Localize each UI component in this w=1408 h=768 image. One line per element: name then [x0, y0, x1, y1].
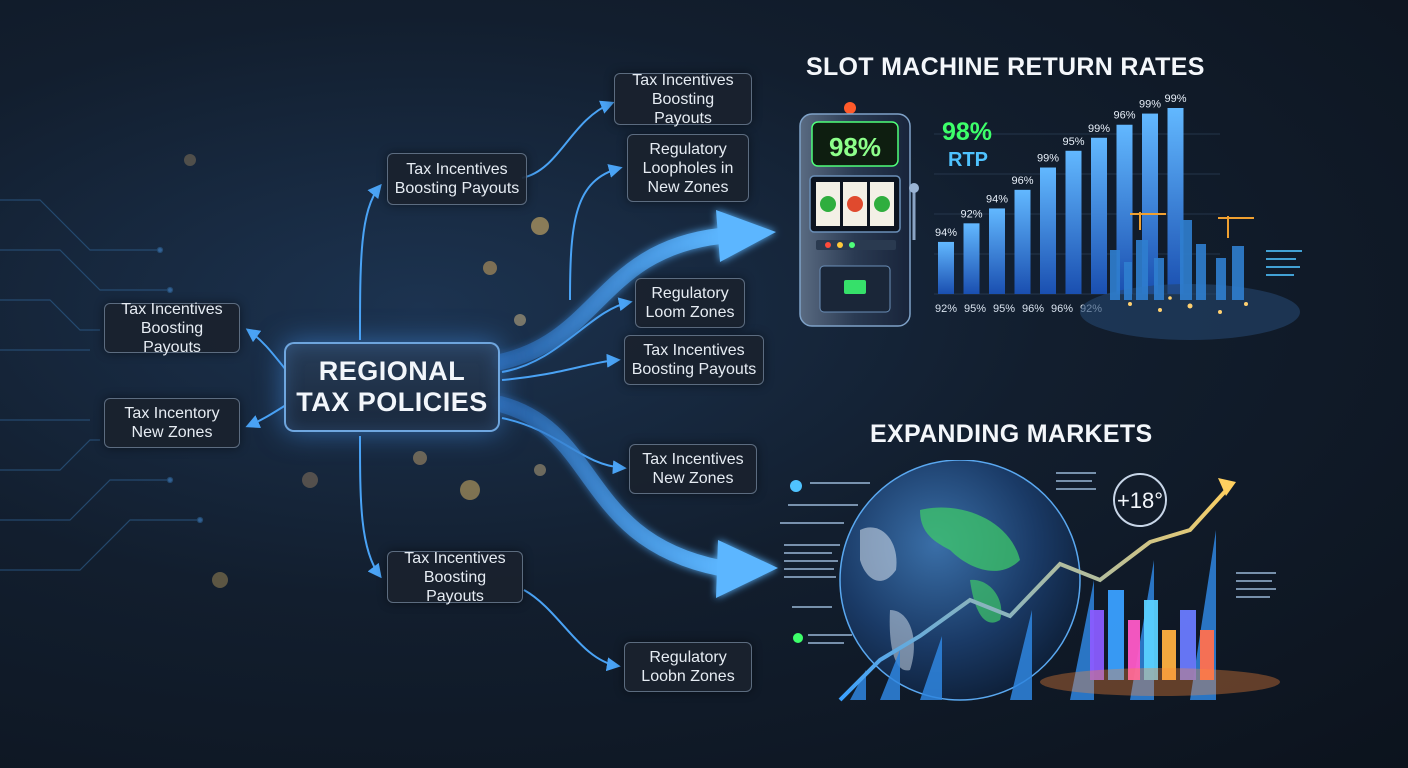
node-left-top-line1: Tax Incentives [121, 300, 223, 318]
chart-bar-label: 99% [1139, 99, 1161, 111]
node-upper-mid-line1: Tax Incentives [406, 161, 508, 178]
growth-line [838, 484, 1232, 702]
flow-arrow-lower-head [716, 540, 778, 598]
chart-bar-label: 95% [1062, 136, 1084, 148]
connector-right-2 [569, 164, 623, 301]
connector-right-3 [501, 297, 633, 373]
chart-bar-label: 92% [960, 208, 982, 220]
slot-return-chart: 98% RTP 94%92%94%96%99%95%99%96%99%99% 9… [934, 94, 1220, 314]
node-lower-mid-line2: Boosting Payouts [423, 568, 487, 605]
node-right-6-line2: Loobn Zones [641, 668, 735, 685]
growth-badge [1113, 473, 1167, 527]
connector-left-top [245, 328, 287, 371]
connector-right-4 [501, 353, 621, 381]
node-right-4-line2: Boosting Payouts [631, 361, 757, 378]
node-right-2-line2: Loopholes in [642, 159, 734, 177]
flow-arrow-upper-head [716, 210, 776, 262]
reel-symbol-icon [874, 196, 890, 212]
slot-section-title: SLOT MACHINE RETURN RATES [806, 53, 1205, 81]
chart-x-tick-label: 92% [935, 303, 957, 314]
bokeh-lights [184, 154, 549, 588]
chart-bar-label: 94% [935, 227, 957, 239]
center-node-regional-tax-policies: REGIONAL TAX POLICIES [284, 342, 500, 432]
markets-section-title: EXPANDING MARKETS [870, 420, 1153, 448]
chart-bar-label: 99% [1037, 153, 1059, 165]
chart-bar [963, 223, 980, 294]
chart-bar-label: 99% [1164, 94, 1186, 105]
chart-bar [1065, 150, 1082, 294]
chart-bar [1091, 137, 1107, 294]
chart-bar [989, 208, 1005, 294]
flow-arrow-upper-shaft [492, 228, 728, 370]
circuit-traces [0, 199, 204, 571]
growth-arrow-icon [1218, 478, 1236, 496]
slot-city-map-illustration [1080, 212, 1302, 340]
slot-coin-slot [844, 280, 866, 294]
node-left-top-line2: Boosting Payouts [140, 319, 204, 356]
connector-left-bottom [245, 404, 287, 429]
node-upper-mid-line2: Boosting Payouts [394, 180, 520, 197]
legend-dot-icon [793, 633, 803, 643]
connector-right-1 [521, 100, 615, 179]
chart-bar [938, 241, 954, 294]
markets-globe-illustration: +18° [780, 460, 1280, 702]
chart-bar-labels: 94%92%94%96%99%95%99%96%99%99% [935, 94, 1187, 239]
node-right-3-line1: Regulatory [651, 285, 729, 302]
connector-upper-mid [359, 183, 382, 341]
node-right-6-line1: Regulatory [649, 649, 727, 666]
chart-bars [938, 108, 1184, 295]
connector-lower-mid [359, 435, 382, 579]
chart-bar [1014, 189, 1031, 294]
slot-top-screen [811, 121, 899, 167]
chart-bar [1116, 124, 1133, 295]
chart-x-tick-label: 96% [1051, 303, 1073, 314]
chart-x-tick-label: 95% [964, 303, 986, 314]
node-right-1-line1: Tax Incentives [632, 71, 734, 89]
slot-machine-illustration: 98% [799, 102, 919, 327]
reel-symbol-icon [847, 196, 863, 212]
slot-screen-value: 98% [829, 132, 881, 162]
chart-bar-label: 96% [1011, 175, 1033, 187]
rtp-value: 98% [942, 118, 992, 146]
node-left-bottom-line2: New Zones [131, 424, 213, 441]
node-right-2-line3: New Zones [647, 178, 729, 196]
slot-light-icon [844, 102, 856, 114]
flow-arrow-lower-shaft [492, 396, 728, 576]
chart-bar-label: 94% [986, 193, 1008, 205]
growth-badge-text: +18° [1117, 488, 1163, 513]
chart-bar [1040, 167, 1056, 294]
node-lower-mid-line1: Tax Incentives [404, 549, 506, 567]
chart-bar-label: 96% [1113, 110, 1135, 122]
rtp-label: RTP [948, 149, 988, 171]
center-node-line1: REGIONAL [318, 356, 466, 386]
node-right-5-line1: Tax Incentives [642, 451, 744, 468]
node-right-1-line2: Boosting Payouts [651, 90, 715, 127]
node-right-2-line1: Regulatory [649, 140, 727, 158]
node-right-5-line2: New Zones [652, 470, 734, 487]
legend-dot-icon [790, 480, 802, 492]
connector-right-6 [523, 589, 621, 672]
node-right-3-line2: Loom Zones [645, 304, 735, 321]
chart-x-tick-label: 95% [993, 303, 1015, 314]
node-left-bottom-line1: Tax Incentory [124, 405, 220, 422]
chart-bar [1167, 108, 1184, 294]
center-node-line2: TAX POLICIES [296, 387, 488, 417]
chart-x-tick-label: 96% [1022, 303, 1044, 314]
chart-bar-label: 99% [1088, 123, 1110, 135]
reel-symbol-icon [820, 196, 836, 212]
node-right-4-line1: Tax Incentives [643, 342, 745, 359]
